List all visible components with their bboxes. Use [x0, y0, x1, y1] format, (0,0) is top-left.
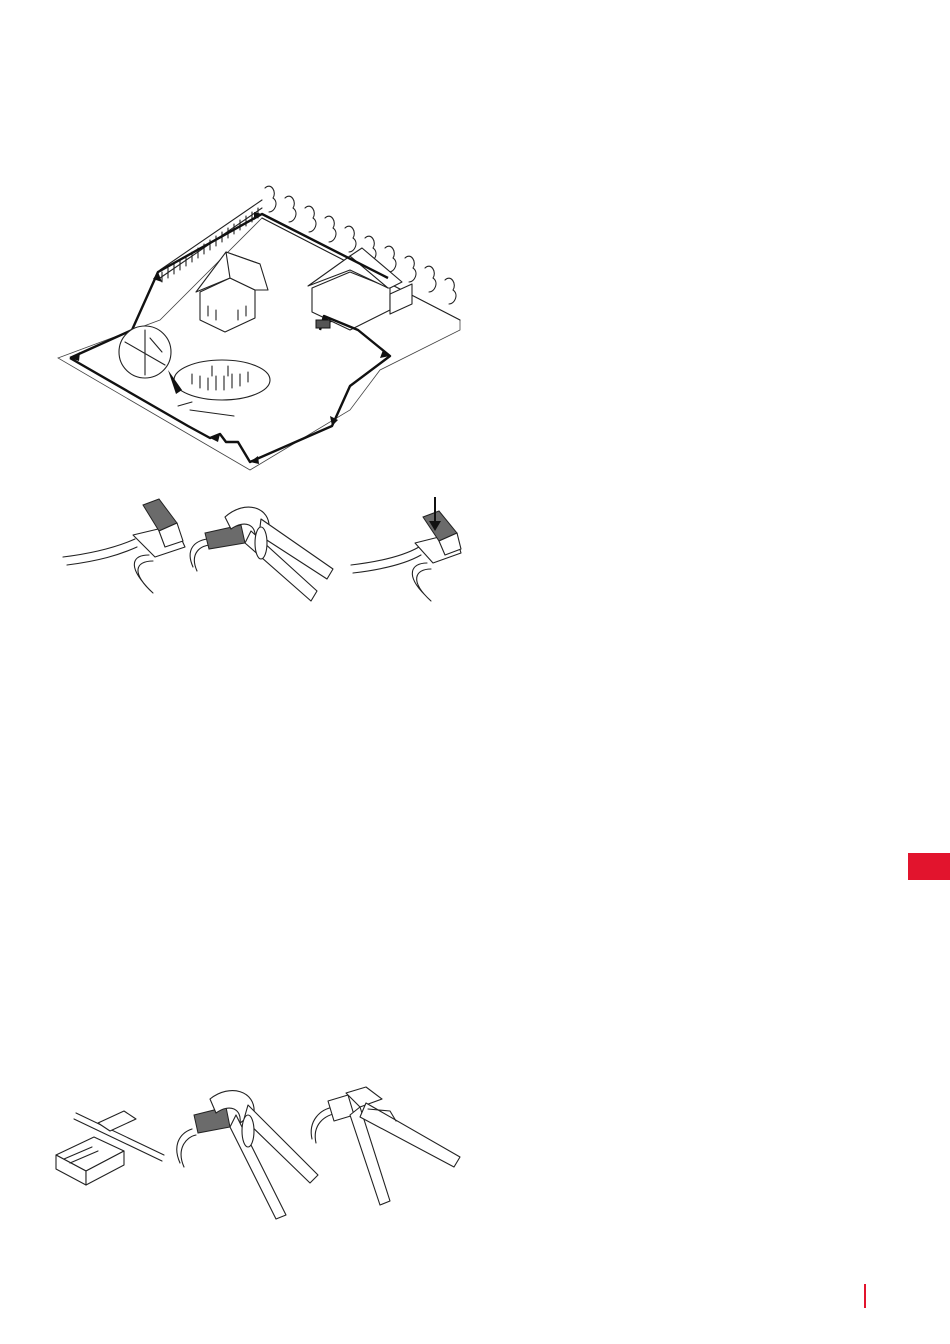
robot-mower-icon: [316, 320, 330, 328]
cutting-pliers: [311, 1087, 460, 1205]
section-tab: [908, 853, 950, 880]
splice-tools-drawing: [50, 1085, 470, 1225]
crimp-pliers: [177, 1091, 318, 1219]
garden-layout-drawing: [50, 180, 480, 480]
connector-step-3: [351, 497, 461, 601]
connector-step-2-pliers: [190, 507, 333, 601]
house-left: [196, 252, 268, 332]
boundary-wire: [70, 214, 390, 462]
splice-tools-figure: [50, 1085, 470, 1225]
connector-steps-figure: [55, 495, 470, 615]
connector-steps-drawing: [55, 495, 470, 615]
page-marker-line: [864, 1284, 866, 1308]
splice-clip: [56, 1111, 164, 1185]
garden-layout-figure: [50, 180, 480, 480]
connector-step-1: [63, 499, 185, 593]
flower-bed-island: [174, 360, 270, 400]
